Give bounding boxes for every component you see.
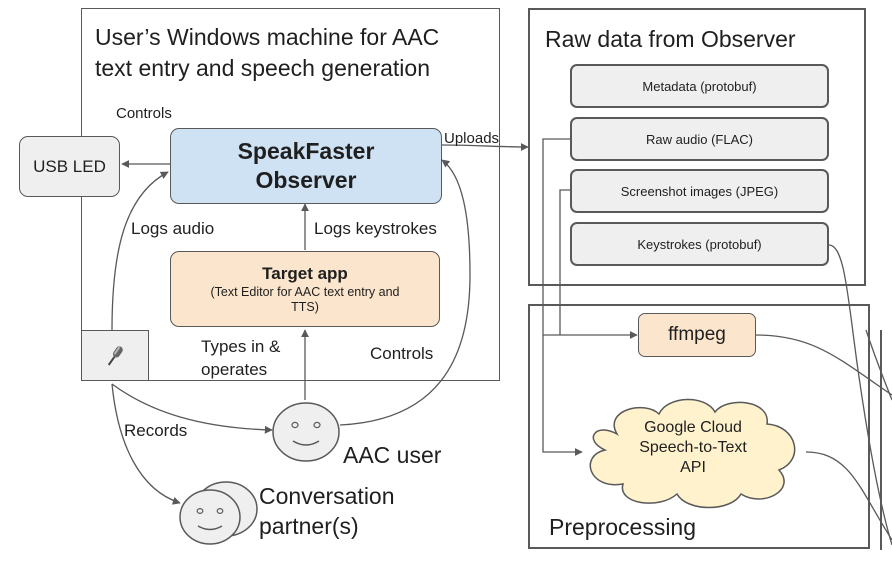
- raw-item-label: Raw audio (FLAC): [646, 131, 753, 147]
- screenshot-wire: [559, 189, 570, 335]
- conversation-partner-icon: [179, 481, 258, 545]
- types-label-line1: Types in &: [201, 337, 281, 356]
- speech-api-label-line2: Speech-to-Text: [639, 439, 747, 456]
- raw-item-label: Metadata (protobuf): [642, 78, 757, 94]
- records-partner-arrow: [111, 383, 181, 505]
- audio-to-speech-arrow: [542, 335, 583, 456]
- windows-box-title-line1: User’s Windows machine for AAC: [95, 24, 440, 50]
- speakfaster-observer-box: SpeakFaster Observer: [170, 128, 442, 204]
- target-app-title: Target app: [262, 264, 348, 283]
- observer-label-line2: Observer: [255, 167, 357, 193]
- raw-item-screenshots: Screenshot images (JPEG): [570, 169, 829, 213]
- logs-keystrokes-label: Logs keystrokes: [314, 219, 437, 238]
- usb-led-box: USB LED: [19, 136, 120, 197]
- aac-user-face-icon: [272, 402, 340, 462]
- preprocessing-title: Preprocessing: [549, 514, 697, 540]
- uploads-label: Uploads: [444, 130, 500, 147]
- target-app-box: Target app (Text Editor for AAC text ent…: [170, 251, 440, 327]
- target-app-subtitle-line1: (Text Editor for AAC text entry and: [210, 285, 400, 299]
- raw-item-label: Screenshot images (JPEG): [620, 183, 779, 199]
- raw-item-label: Keystrokes (protobuf): [637, 236, 762, 252]
- usb-led-label: USB LED: [33, 156, 106, 176]
- preprocessing-box: [528, 304, 870, 549]
- windows-box-title-line2: text entry and speech generation: [95, 55, 431, 81]
- records-aac-arrow: [111, 383, 273, 434]
- speech-api-label-line3: API: [680, 459, 706, 476]
- offscreen-box-edge: [880, 330, 892, 550]
- partner-label-line2: partner(s): [259, 513, 359, 539]
- types-label-line2: operates: [201, 360, 268, 379]
- observer-label-line1: SpeakFaster: [237, 138, 375, 164]
- raw-item-metadata: Metadata (protobuf): [570, 64, 829, 108]
- ffmpeg-out-wire: [755, 334, 892, 396]
- ffmpeg-box: ffmpeg: [638, 313, 756, 357]
- controls-led-label: Controls: [116, 105, 172, 122]
- aac-user-label: AAC user: [343, 442, 442, 468]
- logs-audio-arrow: [111, 171, 169, 331]
- raw-data-box: [528, 8, 866, 286]
- ffmpeg-label: ffmpeg: [668, 324, 726, 345]
- partner-label-line1: Conversation: [259, 483, 395, 509]
- audio-to-ffmpeg-arrow: [542, 138, 638, 339]
- speech-api-cloud-icon: [589, 398, 796, 509]
- uploads-arrow: [441, 142, 529, 151]
- controls-observer-label: Controls: [370, 344, 434, 363]
- raw-data-title: Raw data from Observer: [545, 26, 796, 52]
- speech-api-label-line1: Google Cloud: [644, 419, 742, 436]
- records-label: Records: [124, 421, 188, 440]
- microphone-box: [81, 330, 149, 381]
- controls-observer-arrow: [339, 159, 471, 426]
- raw-item-keystrokes: Keystrokes (protobuf): [570, 222, 829, 266]
- target-app-subtitle-line2: TTS): [291, 300, 319, 314]
- microphone-icon: [107, 345, 123, 366]
- speech-out-wire: [805, 451, 892, 541]
- logs-audio-label: Logs audio: [131, 219, 215, 238]
- raw-item-audio: Raw audio (FLAC): [570, 117, 829, 161]
